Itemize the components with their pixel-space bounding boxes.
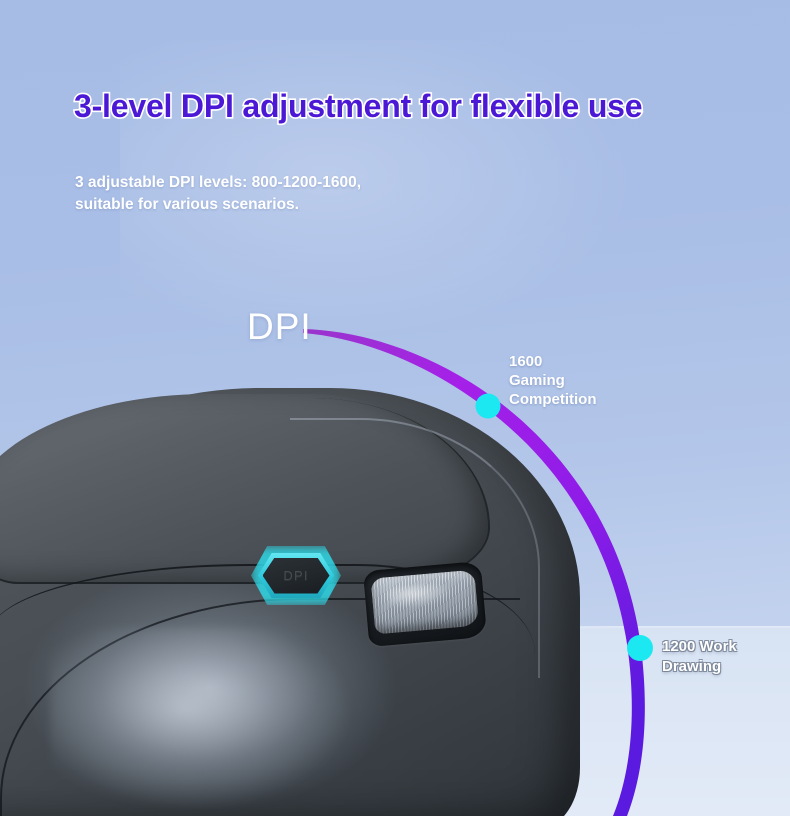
subtitle-text: 3 adjustable DPI levels: 800-1200-1600, …	[75, 174, 362, 213]
scroll-wheel-housing[interactable]	[362, 561, 488, 647]
page-title: 3-level DPI adjustment for flexible use	[72, 86, 644, 125]
callout-1200-work-drawing: 1200 Work Drawing	[662, 638, 737, 675]
callout-1600-gaming-competition: 1600 Gaming Competition	[509, 353, 597, 409]
dpi-button-label: DPI	[283, 568, 309, 583]
mouse-shell-seam	[0, 398, 490, 584]
scroll-wheel[interactable]	[370, 569, 480, 635]
dpi-button-face: DPI	[262, 557, 330, 594]
dpi-button[interactable]: DPI	[251, 546, 341, 605]
scroll-wheel-shine	[387, 581, 452, 610]
dpi-arc-label: DPI	[247, 306, 312, 347]
